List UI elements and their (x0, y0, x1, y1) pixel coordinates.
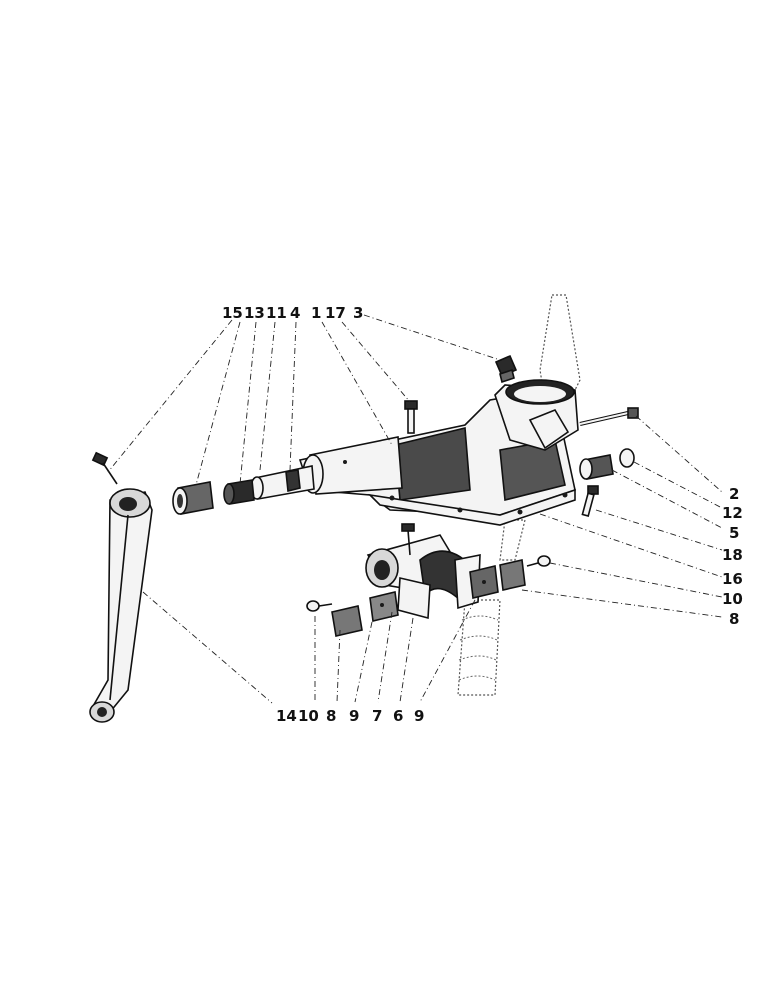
long-bolt (579, 407, 639, 426)
column-boss (494, 379, 579, 451)
callout-18: 18 (722, 546, 743, 564)
rocker-shaft (250, 465, 315, 500)
shaft-bush (172, 481, 214, 515)
side-bolt (581, 485, 599, 518)
callout-3: 3 (353, 304, 363, 322)
callout-5: 5 (729, 524, 739, 542)
callout-2: 2 (729, 485, 739, 503)
shaft-end-nut (223, 479, 255, 505)
callout-14: 14 (276, 707, 297, 725)
callout-4: 4 (290, 304, 300, 322)
callout-8-bottom: 8 (326, 707, 336, 725)
column-bush (579, 454, 614, 480)
drop-arm (89, 488, 153, 723)
column-washer (619, 448, 635, 468)
filler-plug (494, 354, 518, 384)
callout-10: 10 (722, 590, 743, 608)
housing-bolt-top (404, 400, 418, 434)
callouts-top: 15 13 11 4 1 17 3 (222, 304, 363, 322)
callout-9-bottom-right: 9 (414, 707, 424, 725)
callouts-bottom: 14 10 8 9 7 6 9 (276, 707, 424, 725)
callout-10-bottom: 10 (298, 707, 319, 725)
callout-1: 1 (311, 304, 321, 322)
plate-screw-left (306, 600, 333, 612)
callout-13: 13 (244, 304, 265, 322)
side-plate-left (331, 591, 399, 637)
callout-17: 17 (325, 304, 346, 322)
drop-arm-pinch-bolt (91, 451, 118, 485)
callout-9-bottom: 9 (349, 707, 359, 725)
side-plate-right (469, 559, 526, 599)
callout-12: 12 (722, 504, 743, 522)
callout-7: 7 (372, 707, 382, 725)
callout-6: 6 (393, 707, 403, 725)
leader-lines (107, 314, 723, 704)
callout-16: 16 (722, 570, 743, 588)
plate-screw-right (526, 555, 551, 567)
outer-tube (302, 436, 403, 495)
callout-11: 11 (266, 304, 287, 322)
callouts-right: 2 12 5 18 16 10 8 (722, 485, 743, 628)
callout-8: 8 (729, 610, 739, 628)
callout-15: 15 (222, 304, 243, 322)
